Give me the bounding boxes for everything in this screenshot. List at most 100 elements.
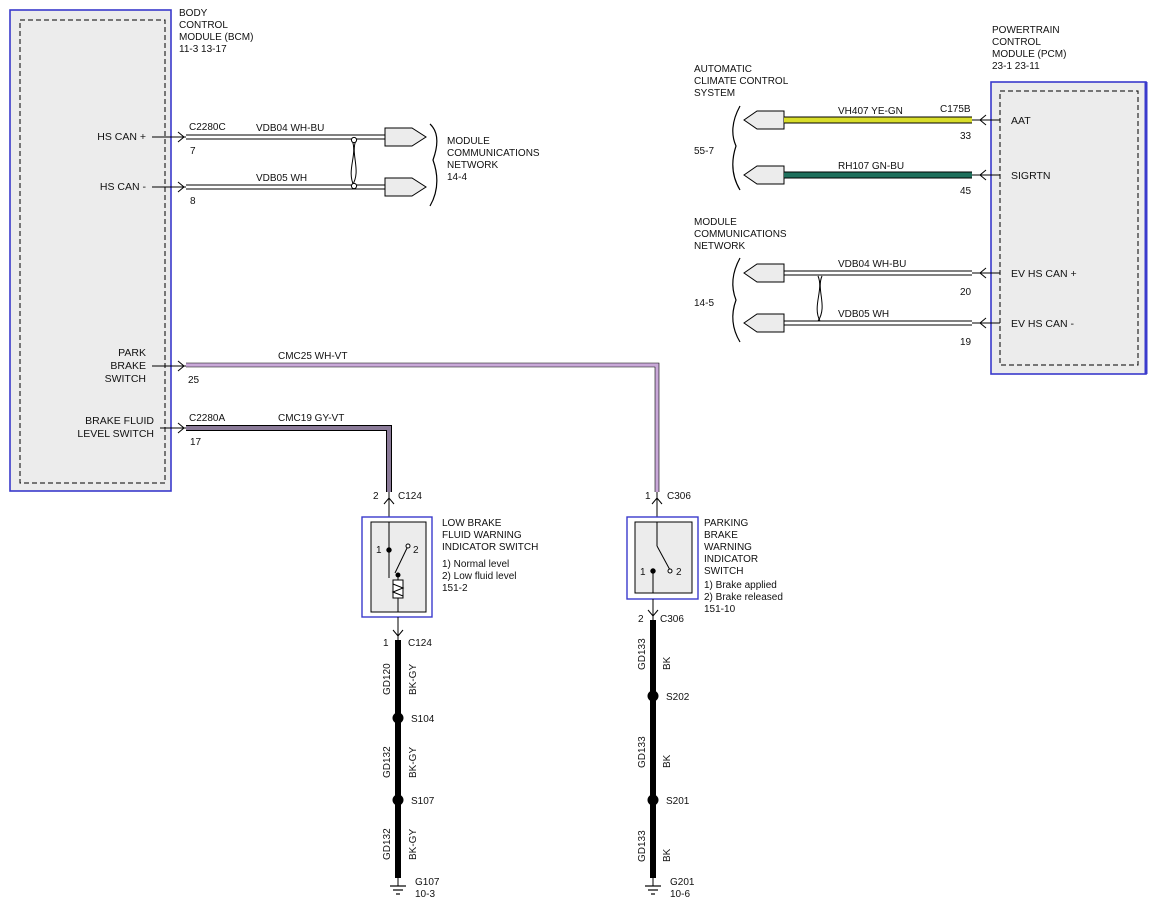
lbf-title-2: FLUID WARNING: [442, 530, 522, 541]
mcn-left-title-1: MODULE: [447, 136, 490, 147]
wire-gd133-b: GD133: [637, 736, 648, 768]
wire-bkgy-c: BK-GY: [408, 829, 419, 860]
wire-bk-b: BK: [662, 754, 673, 768]
wire-gd133-c: GD133: [637, 830, 648, 862]
pcm-pin-ev-can-plus: EV HS CAN +: [1011, 268, 1077, 280]
bcm-title-3: MODULE (BCM): [179, 32, 253, 43]
wire-vdb04-right: VDB04 WH-BU: [838, 259, 906, 270]
pin-25: 25: [188, 375, 200, 386]
pbw-sw-pin-2: 2: [676, 567, 682, 578]
bcm-pin-hs-can-minus: HS CAN -: [100, 181, 147, 193]
pbw-title-3: WARNING: [704, 542, 752, 553]
bcm-pin-park-brake-1: PARK: [118, 347, 146, 359]
wire-bk-a: BK: [662, 656, 673, 670]
accs-connectors: [743, 110, 785, 185]
pbw-connector-top: C306: [667, 491, 691, 502]
pin-17: 17: [190, 437, 202, 448]
lbf-title-3: INDICATOR SWITCH: [442, 542, 538, 553]
lbf-state-2: 2) Low fluid level: [442, 571, 516, 582]
wire-gd132-b: GD132: [382, 828, 393, 860]
bcm-pin-brake-fluid-2: LEVEL SWITCH: [77, 428, 154, 440]
wire-vdb05-left: VDB05 WH: [256, 173, 307, 184]
pbw-ref: 151-10: [704, 604, 736, 615]
ev-can-wires-right: [784, 270, 972, 326]
wire-vdb05-right: VDB05 WH: [838, 309, 889, 320]
lbf-ref: 151-2: [442, 583, 468, 594]
mcn-left-title-3: NETWORK: [447, 160, 498, 171]
accs-title-1: AUTOMATIC: [694, 64, 752, 75]
pbw-switch: 1 C306 1 2 PARKING BRAKE WARNING INDICAT…: [626, 491, 783, 625]
pbw-connector-bot: C306: [660, 614, 684, 625]
bcm-refs: 11-3 13-17: [179, 44, 227, 55]
mcn-right-brace: [732, 257, 741, 343]
pbw-title-2: BRAKE: [704, 530, 738, 541]
splice-s201: S201: [666, 796, 690, 807]
pcm-module: AAT SIGRTN EV HS CAN + EV HS CAN -: [972, 81, 1148, 375]
wire-vdb04-left: VDB04 WH-BU: [256, 123, 324, 134]
lbf-sw-pin-1: 1: [376, 545, 382, 556]
ground-g201: G201: [670, 877, 695, 888]
bcm-title-2: CONTROL: [179, 20, 228, 31]
mcn-left-ref: 14-4: [447, 172, 467, 183]
accs-title-3: SYSTEM: [694, 88, 735, 99]
pbw-title-4: INDICATOR: [704, 554, 758, 565]
pin-19: 19: [960, 337, 972, 348]
pin-20: 20: [960, 287, 972, 298]
bcm-pin-park-brake-3: SWITCH: [105, 373, 146, 385]
pcm-title-2: CONTROL: [992, 37, 1041, 48]
lbf-pin-bot: 1: [383, 638, 389, 649]
bcm-title-1: BODY: [179, 8, 208, 19]
lbf-connector-top: C124: [398, 491, 422, 502]
pcm-pin-ev-can-minus: EV HS CAN -: [1011, 318, 1075, 330]
splice-s202: S202: [666, 692, 690, 703]
lbf-state-1: 1) Normal level: [442, 559, 509, 570]
wire-vh407-label: VH407 YE-GN: [838, 106, 903, 117]
lbf-switch: 2 C124 1 2 LOW BRAKE FLUID WARNING INDIC…: [361, 491, 538, 649]
ground-g201-ref: 10-6: [670, 889, 690, 900]
mcn-left-title-2: COMMUNICATIONS: [447, 148, 540, 159]
mcn-right-title-1: MODULE: [694, 217, 737, 228]
ground-g107-ref: 10-3: [415, 889, 435, 900]
mcn-right-title-2: COMMUNICATIONS: [694, 229, 787, 240]
wire-bkgy-b: BK-GY: [408, 747, 419, 778]
wire-gd120: GD120: [382, 663, 393, 695]
pin-8: 8: [190, 196, 196, 207]
splice-s104: S104: [411, 714, 435, 725]
pin-45: 45: [960, 186, 972, 197]
wire-gd132-a: GD132: [382, 746, 393, 778]
pbw-state-1: 1) Brake applied: [704, 580, 777, 591]
wire-bk-c: BK: [662, 848, 673, 862]
pbw-state-2: 2) Brake released: [704, 592, 783, 603]
lbf-pin-top: 2: [373, 491, 379, 502]
pbw-title-1: PARKING: [704, 518, 748, 529]
connector-c2280a: C2280A: [189, 413, 225, 424]
pin-33: 33: [960, 131, 972, 142]
connector-c175b: C175B: [940, 104, 971, 115]
wire-cmc25-label: CMC25 WH-VT: [278, 351, 347, 362]
mcn-right-title-3: NETWORK: [694, 241, 745, 252]
accs-ref: 55-7: [694, 146, 714, 157]
wire-cmc19: [186, 425, 392, 492]
pcm-pin-sigrtn: SIGRTN: [1011, 170, 1050, 182]
lbf-sw-pin-2: 2: [413, 545, 419, 556]
lbf-title-1: LOW BRAKE: [442, 518, 502, 529]
bcm-pin-brake-fluid-1: BRAKE FLUID: [85, 415, 154, 427]
wire-rh107-label: RH107 GN-BU: [838, 161, 904, 172]
mcn-left-brace: [429, 123, 438, 207]
pbw-pin-bot: 2: [638, 614, 644, 625]
wire-bkgy-a: BK-GY: [408, 664, 419, 695]
mcn-left-connectors: [384, 127, 427, 197]
accs-title-2: CLIMATE CONTROL: [694, 76, 789, 87]
pin-7: 7: [190, 146, 196, 157]
splice-s107: S107: [411, 796, 435, 807]
wire-cmc25: [186, 362, 660, 492]
mcn-right-connectors: [743, 263, 785, 333]
pcm-title-3: MODULE (PCM): [992, 49, 1066, 60]
pcm-pin-aat: AAT: [1011, 115, 1031, 127]
bcm-module: BODY CONTROL MODULE (BCM) 11-3 13-17 HS …: [9, 8, 253, 492]
pcm-title-1: POWERTRAIN: [992, 25, 1060, 36]
accs-brace: [732, 105, 741, 191]
wire-cmc19-label: CMC19 GY-VT: [278, 413, 344, 424]
pbw-title-5: SWITCH: [704, 566, 743, 577]
